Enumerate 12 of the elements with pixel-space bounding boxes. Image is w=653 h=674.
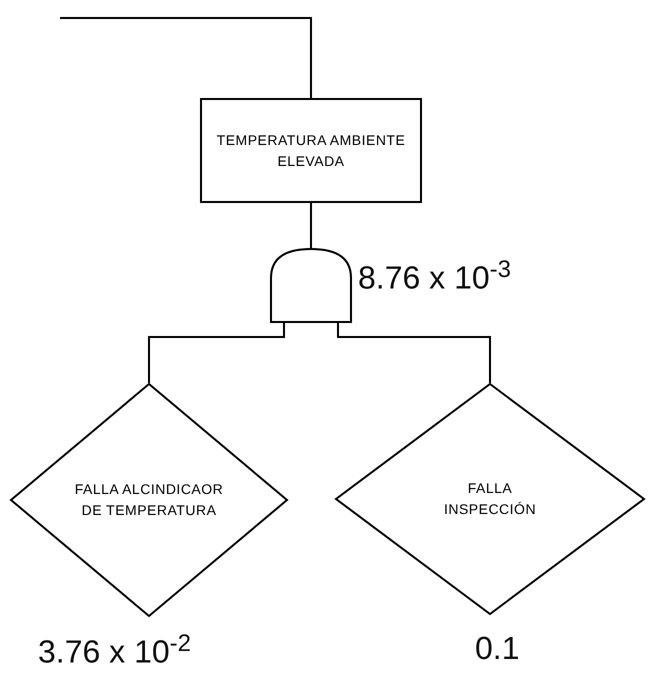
probability-value: 8.76 x 10$^{-3}$ bbox=[358, 256, 511, 297]
event-label: TEMPERATURA AMBIENTE ELEVADA bbox=[216, 130, 406, 170]
event-label: FALLA INSPECCIÓN bbox=[442, 479, 538, 519]
probability-value: 0.1 bbox=[475, 630, 520, 667]
event-label: FALLA ALCINDICAOR DE TEMPERATURA bbox=[74, 480, 224, 520]
and-gate bbox=[270, 248, 352, 323]
probability-value: 3.76 x 10$^{-2}$ bbox=[38, 630, 191, 671]
connector-line bbox=[60, 17, 312, 98]
connector-line bbox=[310, 203, 312, 248]
event-box bbox=[200, 98, 422, 203]
connector-line bbox=[148, 323, 285, 383]
connector-line bbox=[337, 323, 491, 383]
